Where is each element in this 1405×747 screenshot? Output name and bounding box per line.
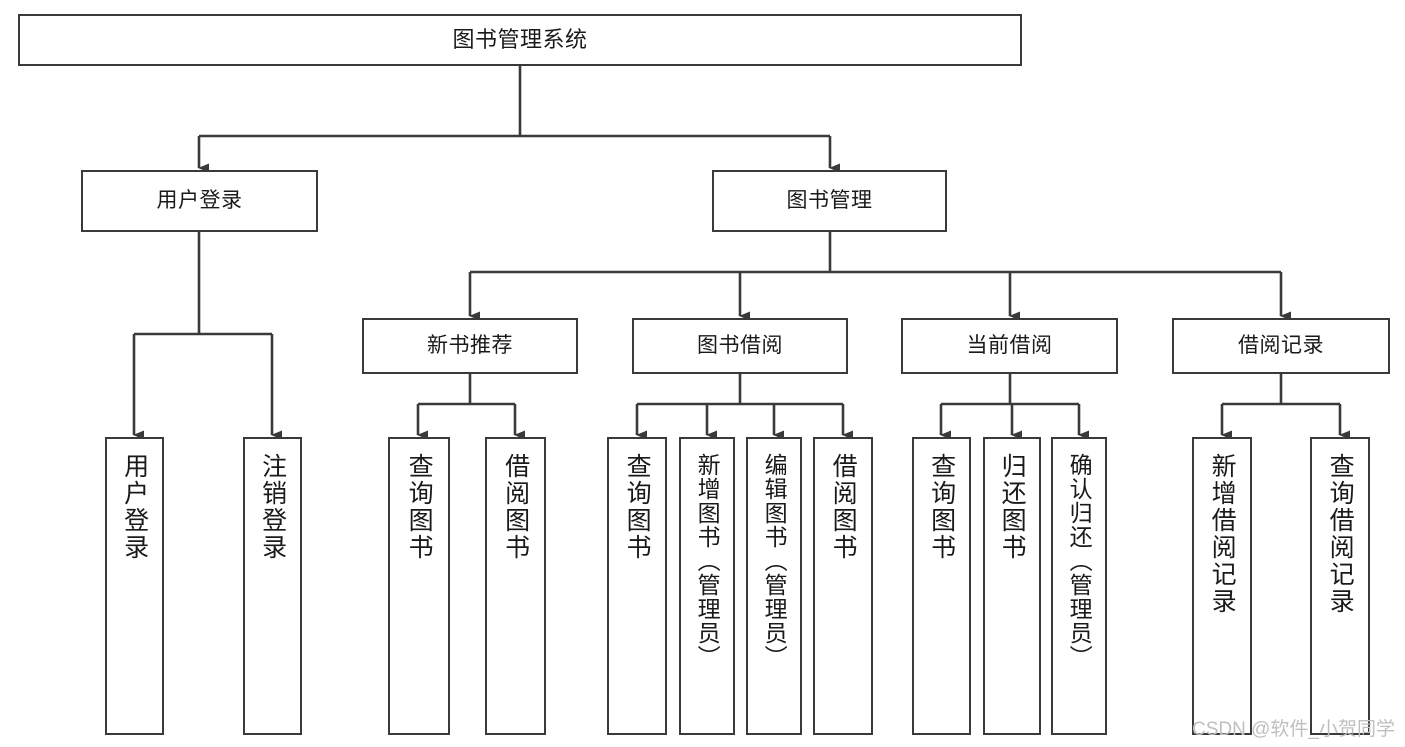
- leaf-current-confirm-return-admin[interactable]: 确认归还（管理员）: [1051, 437, 1107, 735]
- node-new-book-recommend[interactable]: 新书推荐: [362, 318, 578, 374]
- leaf-user-login-label: 用户登录: [120, 453, 149, 561]
- node-root[interactable]: 图书管理系统: [18, 14, 1022, 66]
- node-book-borrow[interactable]: 图书借阅: [632, 318, 848, 374]
- node-book-management-label: 图书管理: [786, 188, 873, 212]
- leaf-borrow-add-book-admin-label: 新增图书（管理员）: [694, 453, 721, 669]
- node-root-label: 图书管理系统: [452, 27, 588, 53]
- leaf-newbook-query-books-label: 查询图书: [405, 453, 434, 561]
- node-book-management[interactable]: 图书管理: [712, 170, 947, 232]
- leaf-borrow-edit-book-admin[interactable]: 编辑图书（管理员）: [746, 437, 802, 735]
- node-user-login[interactable]: 用户登录: [81, 170, 318, 232]
- leaf-record-query-record[interactable]: 查询借阅记录: [1310, 437, 1370, 735]
- leaf-borrow-query-books-label: 查询图书: [623, 453, 652, 561]
- watermark-text: CSDN @软件_小贺同学: [1192, 719, 1395, 740]
- leaf-borrow-edit-book-admin-label: 编辑图书（管理员）: [761, 453, 788, 669]
- leaf-current-query-books-label: 查询图书: [927, 453, 956, 561]
- leaf-current-query-books[interactable]: 查询图书: [912, 437, 971, 735]
- leaf-record-query-record-label: 查询借阅记录: [1326, 453, 1355, 615]
- leaf-user-login[interactable]: 用户登录: [105, 437, 164, 735]
- leaf-newbook-query-books[interactable]: 查询图书: [388, 437, 450, 735]
- leaf-borrow-query-books[interactable]: 查询图书: [607, 437, 667, 735]
- node-user-login-label: 用户登录: [156, 188, 243, 212]
- leaf-logout-label: 注销登录: [258, 453, 287, 561]
- leaf-current-return-books[interactable]: 归还图书: [983, 437, 1041, 735]
- leaf-borrow-borrow-books[interactable]: 借阅图书: [813, 437, 873, 735]
- leaf-newbook-borrow-books[interactable]: 借阅图书: [485, 437, 546, 735]
- node-book-borrow-label: 图书借阅: [697, 333, 783, 357]
- node-current-borrow-label: 当前借阅: [966, 333, 1053, 357]
- leaf-logout[interactable]: 注销登录: [243, 437, 302, 735]
- leaf-current-confirm-return-admin-label: 确认归还（管理员）: [1066, 453, 1093, 669]
- leaf-current-return-books-label: 归还图书: [998, 453, 1027, 561]
- leaf-borrow-borrow-books-label: 借阅图书: [829, 453, 858, 561]
- node-borrow-record-label: 借阅记录: [1238, 333, 1324, 357]
- node-borrow-record[interactable]: 借阅记录: [1172, 318, 1390, 374]
- node-new-book-recommend-label: 新书推荐: [427, 333, 513, 357]
- leaf-record-add-record-label: 新增借阅记录: [1208, 453, 1237, 615]
- leaf-borrow-add-book-admin[interactable]: 新增图书（管理员）: [679, 437, 735, 735]
- node-current-borrow[interactable]: 当前借阅: [901, 318, 1118, 374]
- leaf-newbook-borrow-books-label: 借阅图书: [501, 453, 530, 561]
- leaf-record-add-record[interactable]: 新增借阅记录: [1192, 437, 1252, 735]
